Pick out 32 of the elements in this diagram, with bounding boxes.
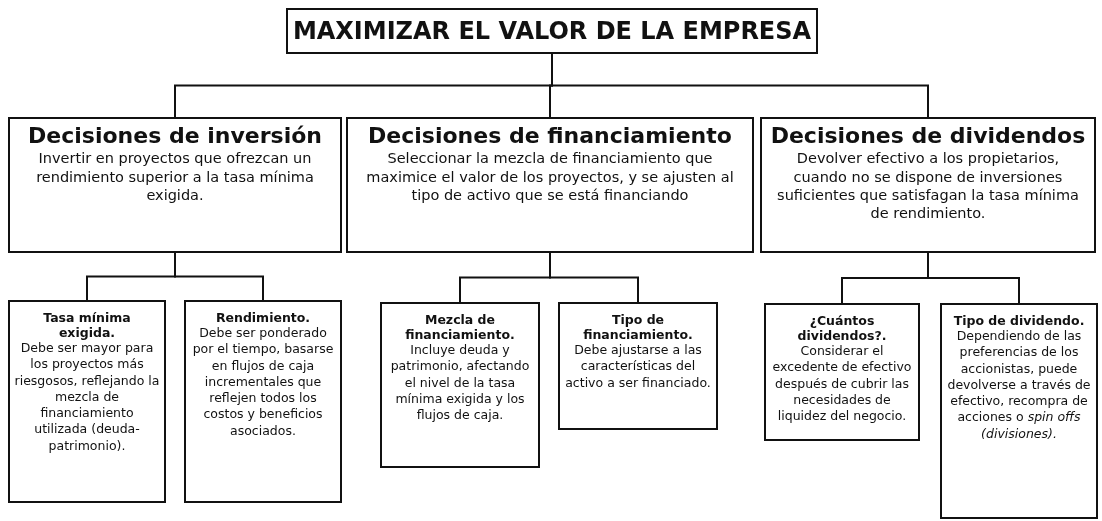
box-description: Dependiendo de las preferencias de los accionistas, puede devolverse a través de efectivo, recompra de acciones o spin offs (divisiones). bbox=[946, 328, 1092, 442]
hierarchy-box bbox=[286, 8, 818, 54]
hierarchy-box bbox=[8, 117, 342, 253]
box-heading: MAXIMIZAR EL VALOR DE LA EMPRESA bbox=[292, 16, 812, 46]
hierarchy-box bbox=[184, 300, 342, 503]
box-heading: Tipo de financiamiento. bbox=[582, 312, 694, 342]
box-heading: Tasa mínima exigida. bbox=[42, 310, 132, 340]
box-heading: Decisiones de inversión bbox=[28, 123, 322, 150]
box-description: Debe ajustarse a las características del activo a ser financiado. bbox=[564, 342, 712, 391]
hierarchy-box bbox=[346, 117, 754, 253]
hierarchy-box bbox=[764, 303, 920, 441]
box-description: Debe ser mayor para los proyectos más riesgosos, reflejando la mezcla de financiamiento utilizada (deuda-patrimonio). bbox=[14, 340, 160, 454]
connector-line bbox=[174, 252, 264, 301]
box-heading: Rendimiento. bbox=[215, 310, 311, 325]
hierarchy-box bbox=[760, 117, 1096, 253]
box-description: Debe ser ponderado por el tiempo, basarse en flujos de caja incrementales que reflejen todos los costos y beneficios asociados. bbox=[191, 325, 335, 439]
hierarchy-box bbox=[8, 300, 166, 503]
box-heading: Mezcla de financiamiento. bbox=[404, 312, 516, 342]
box-heading: ¿Cuántos dividendos?. bbox=[796, 313, 888, 343]
connector-line bbox=[549, 252, 639, 303]
box-description: Seleccionar la mezcla de financiamiento que maximice el valor de los proyectos, y se ajusten al tipo de activo que se está financiando bbox=[365, 149, 735, 204]
box-description: Considerar el excedente de efectivo después de cubrir las necesidades de liquidez del negocio. bbox=[771, 343, 913, 425]
hierarchy-box bbox=[940, 303, 1098, 519]
box-heading: Tipo de dividendo. bbox=[953, 313, 1085, 328]
box-description: Invertir en proyectos que ofrezcan un rendimiento superior a la tasa mínima exigida. bbox=[35, 149, 315, 204]
box-description: Devolver efectivo a los propietarios, cuando no se dispone de inversiones suficientes que satisfagan la tasa mínima de rendimiento. bbox=[776, 149, 1080, 222]
hierarchy-box bbox=[380, 302, 540, 468]
box-heading: Decisiones de dividendos bbox=[770, 123, 1086, 150]
box-heading: Decisiones de financiamiento bbox=[368, 123, 732, 150]
box-description: Incluye deuda y patrimonio, afectando el nivel de la tasa mínima exigida y los flujos de caja. bbox=[389, 342, 531, 424]
hierarchy-box bbox=[558, 302, 718, 430]
connector-line bbox=[927, 252, 1020, 304]
